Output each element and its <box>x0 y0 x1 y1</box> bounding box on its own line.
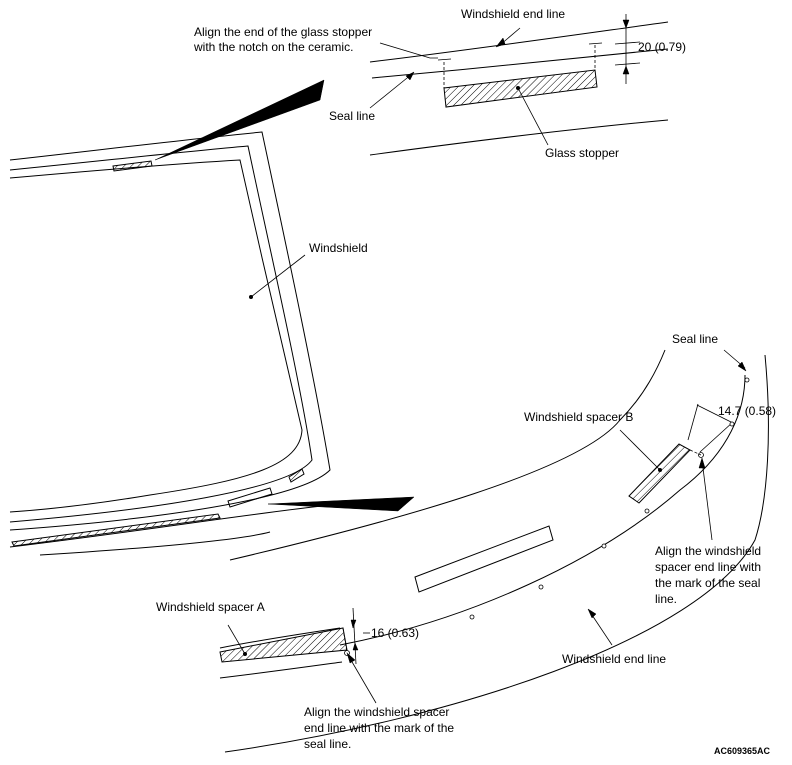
leader-windshield <box>250 254 306 298</box>
spacer-a-shape <box>219 627 348 663</box>
label-windshield-end-line-top: Windshield end line <box>461 7 565 21</box>
inner-curve-a <box>219 661 343 679</box>
label-seal-line-right: Seal line <box>672 332 718 346</box>
label-windshield-spacer-b: Windshield spacer B <box>524 410 633 424</box>
inner-curve-b <box>219 627 341 649</box>
detail-pointer-bottom <box>267 496 415 512</box>
spacer-small-marker <box>288 468 305 483</box>
dimension-line-b <box>696 404 736 425</box>
end-line-curve <box>224 354 769 753</box>
label-align-stopper-1: Align the end of the glass stopper <box>194 25 372 39</box>
leader-end-line-bottom <box>589 611 613 646</box>
label-align-stopper-2: with the notch on the ceramic. <box>193 40 353 54</box>
dimension-line-a <box>352 607 357 665</box>
glass-stopper-shape <box>443 69 598 108</box>
spacer-a-strip <box>11 513 221 547</box>
leader-glass-stopper <box>517 87 549 146</box>
label-dimension-a: 16 (0.63) <box>371 626 419 640</box>
label-align-b-1: Align the windshield <box>655 544 761 558</box>
detail-pointer-top <box>154 79 325 161</box>
label-windshield: Windshield <box>309 241 368 255</box>
figure-code: AC609365AC <box>714 746 771 756</box>
windshield-overview <box>9 131 331 556</box>
label-align-b-3: the mark of the seal <box>655 576 760 590</box>
leader-align-stopper <box>379 42 438 59</box>
spacer-detail <box>219 349 769 753</box>
body-line-top <box>369 119 669 156</box>
leader-align-a <box>347 654 377 704</box>
label-glass-stopper: Glass stopper <box>545 146 619 160</box>
label-seal-line-top: Seal line <box>329 109 375 123</box>
spacer-b-marker <box>227 487 273 508</box>
body-outer-curve <box>229 349 666 561</box>
windshield-end-line-top <box>369 21 669 63</box>
spacer-b-shape <box>628 443 691 504</box>
leader-seal-line-top <box>369 73 413 109</box>
label-windshield-spacer-a: Windshield spacer A <box>156 600 265 614</box>
label-align-b-2: spacer end line with <box>655 560 761 574</box>
seal-line-curve <box>339 374 746 646</box>
rect-molding <box>414 525 554 593</box>
label-align-a-1: Align the windshield spacer <box>304 705 449 719</box>
label-dimension-top: 20 (0.79) <box>638 40 686 54</box>
label-windshield-end-line-bottom: Windshield end line <box>562 652 666 666</box>
label-align-a-2: end line with the mark of the <box>304 721 454 735</box>
glass-stopper-detail <box>369 14 669 156</box>
label-align-a-3: seal line. <box>304 737 351 751</box>
leader-spacer-b <box>619 429 661 471</box>
label-align-b-4: line. <box>655 592 677 606</box>
label-dimension-b: 14.7 (0.58) <box>718 404 776 418</box>
leader-align-b <box>701 459 713 541</box>
leader-spacer-a <box>227 624 246 655</box>
glass-stopper-marker <box>112 160 153 172</box>
